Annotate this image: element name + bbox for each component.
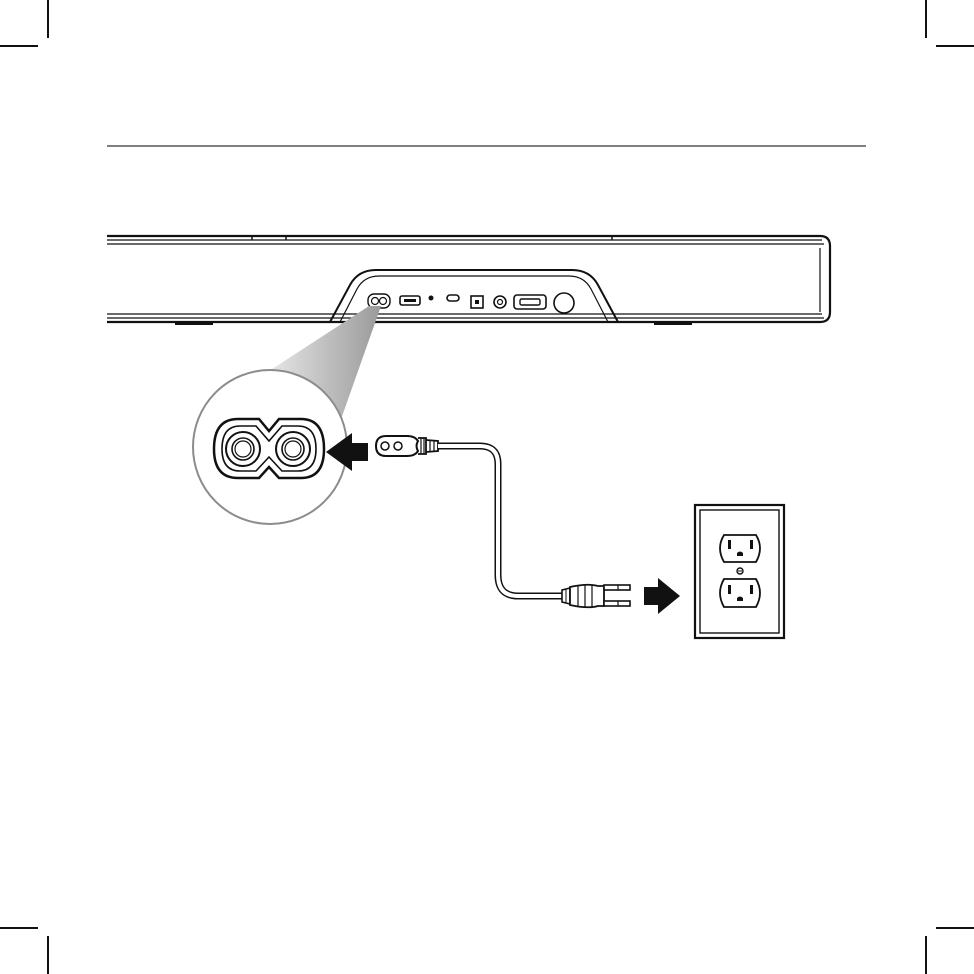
- outlet-receptacle-bottom: [720, 579, 760, 607]
- soundbar-foot-right: [654, 322, 692, 325]
- soundbar-foot-left: [175, 322, 213, 325]
- optical-port[interactable]: [471, 296, 483, 308]
- right-arrow-icon: [644, 578, 680, 614]
- outlet-receptacle-top: [720, 535, 760, 562]
- wall-plug: [562, 585, 630, 608]
- ac-power-cord-connector: [376, 436, 438, 456]
- zoom-callout: [193, 370, 347, 524]
- ports: [368, 293, 574, 313]
- coaxial-port[interactable]: [494, 296, 506, 308]
- round-connector[interactable]: [554, 293, 574, 313]
- pinhole-button[interactable]: [429, 296, 434, 301]
- power-cord: [376, 436, 630, 607]
- ac-power-port[interactable]: [368, 294, 390, 308]
- soundbar: [107, 236, 830, 325]
- wall-outlet: [695, 505, 784, 638]
- hdmi-port[interactable]: [400, 296, 420, 305]
- usb-c-port[interactable]: [447, 295, 459, 301]
- hdmi-earc-port[interactable]: [514, 295, 546, 309]
